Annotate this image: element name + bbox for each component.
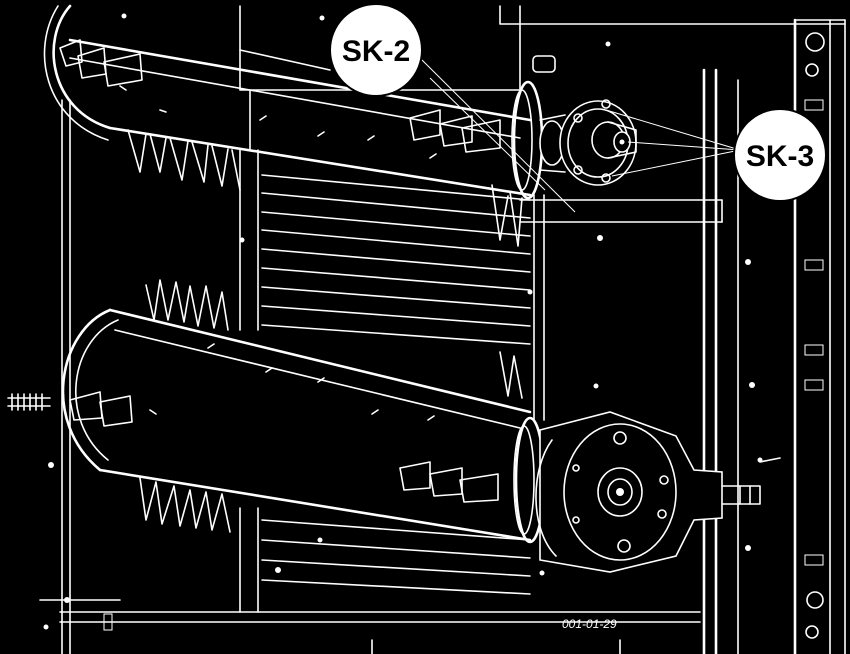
upper-drive-hub [539,99,637,186]
leader-lines [421,59,741,213]
upper-auger [43,4,544,247]
lower-auger [7,279,546,544]
machine-frame [39,5,846,654]
figure-id: 001-01-29 [562,617,617,631]
callout-sk-3: SK-3 [733,108,827,202]
callout-sk-3-label: SK-3 [746,140,814,173]
callout-sk-2-label: SK-2 [342,35,410,68]
lower-gearbox [535,411,761,573]
callout-sk-2: SK-2 [329,3,423,97]
louvre-slats [261,174,531,595]
